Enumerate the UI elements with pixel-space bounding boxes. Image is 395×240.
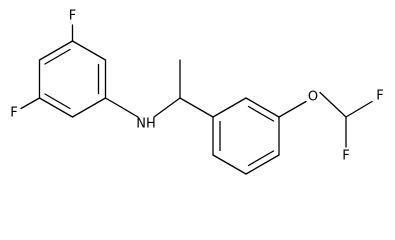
structure-drawing: F F NH O F F <box>10 9 384 175</box>
double-bond-inner <box>247 150 275 167</box>
atom-label-amine: NH <box>136 117 156 132</box>
bond-c-f-upper <box>345 100 373 118</box>
bond-o-chf2 <box>319 91 347 118</box>
atom-label-fluorine-cf2-lower: F <box>342 149 349 164</box>
double-bond-inner <box>44 93 71 110</box>
bond-c-f-left <box>20 97 41 110</box>
atom-label-oxygen: O <box>308 90 318 105</box>
bond <box>38 97 74 118</box>
bond <box>212 97 247 118</box>
bond <box>245 97 280 118</box>
molecule-diagram: F F NH O F F <box>10 9 384 175</box>
atom-label-fluorine-cf2-upper: F <box>376 89 383 104</box>
double-bond-inner <box>247 105 275 122</box>
phenyl-ring <box>212 97 280 175</box>
bond <box>38 40 74 61</box>
bond-ring-o <box>278 100 307 118</box>
bond-ch-ring <box>179 97 214 118</box>
double-bond-inner <box>44 48 71 65</box>
atom-label-fluorine-top: F <box>69 9 76 24</box>
atom-label-fluorine-left: F <box>10 106 17 121</box>
bond-ring-n <box>104 97 139 118</box>
bond <box>245 154 280 175</box>
bond <box>212 154 247 175</box>
bond-n-ch <box>153 97 181 118</box>
bond <box>71 97 107 118</box>
bond <box>71 40 107 61</box>
difluorophenyl-ring <box>38 40 107 118</box>
